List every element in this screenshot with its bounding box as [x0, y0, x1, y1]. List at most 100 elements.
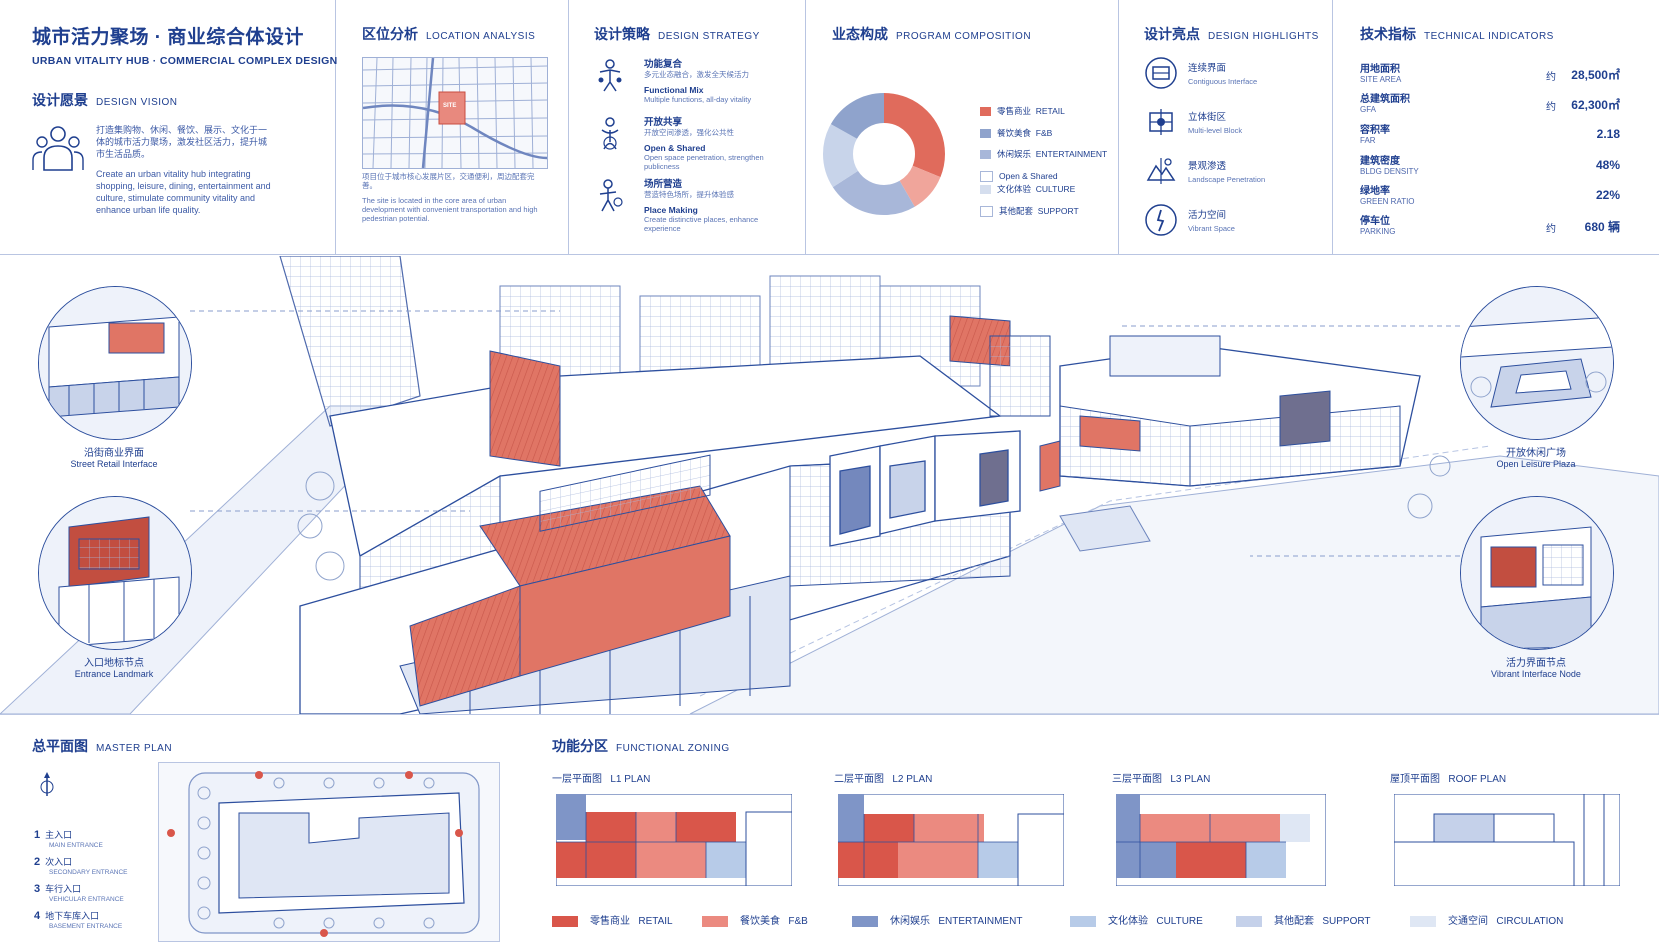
zoning-legend-item: 零售商业 RETAIL: [552, 912, 673, 927]
plan-roof: [1393, 793, 1621, 891]
plan-l1: [555, 793, 793, 891]
highlight-item: 景观渗透 Landscape Penetration: [1144, 154, 1324, 203]
detail-en: Entrance Landmark: [74, 669, 154, 679]
site-label: SITE: [443, 103, 457, 109]
zoning-title-en: FUNCTIONAL ZONING: [616, 743, 730, 754]
divider: [335, 0, 336, 254]
donut-culture: [823, 93, 945, 215]
detail-en: Street Retail Interface: [70, 459, 158, 469]
donut-entertainment: [823, 93, 945, 215]
strategy-cn-sub: 开放空间渗透，强化公共性: [644, 128, 734, 137]
highlight-cn: 景观渗透: [1188, 161, 1227, 172]
legend-swatch: [1236, 915, 1262, 927]
program-heading: 业态构成 PROGRAM COMPOSITION: [832, 24, 1031, 44]
highlight-en: Landscape Penetration: [1188, 175, 1266, 184]
location-map: SITE: [362, 57, 548, 169]
legend-swatch: [980, 128, 991, 138]
vision-title-en: DESIGN VISION: [96, 97, 178, 108]
strategy-en-sub: Create distinctive places, enhance exper…: [644, 215, 759, 233]
strategy-cn-sub: 营造特色场所，提升体验感: [644, 190, 734, 199]
detail-cn: 入口地标节点: [84, 658, 144, 669]
zoning-legend-item: 餐饮美食 F&B: [702, 912, 808, 927]
legend-swatch: [980, 170, 993, 182]
vibrant-icon: [1145, 204, 1177, 236]
highlight-cn: 活力空间: [1188, 210, 1227, 221]
highlight-en: Multi-level Block: [1188, 126, 1243, 135]
detail-cn: 沿街商业界面: [84, 448, 144, 459]
strategy-cn: 场所营造: [644, 179, 683, 190]
strategy-item: 功能复合 多元业态融合，激发全天候活力 Functional Mix Multi…: [594, 56, 794, 114]
page-title: 城市活力聚场 · 商业综合体设计: [32, 27, 304, 48]
detail-circle-street: [38, 286, 192, 440]
highlights-title: 设计亮点: [1144, 26, 1200, 42]
masterplan-title: 总平面图: [32, 738, 88, 754]
people-icon: [32, 124, 84, 177]
program-donut: [822, 92, 946, 221]
strategy-en: Place Making: [644, 205, 698, 215]
vision-heading: 设计愿景 DESIGN VISION: [32, 90, 178, 110]
divider: [805, 0, 806, 254]
place-making-icon: [599, 179, 623, 212]
strategy-cn: 功能复合: [644, 59, 683, 70]
highlight-item: 连续界面 Contiguous Interface: [1144, 56, 1324, 105]
detail-en: Vibrant Interface Node: [1491, 669, 1581, 679]
highlights-heading: 设计亮点 DESIGN HIGHLIGHTS: [1144, 24, 1319, 44]
aerial-perspective: [0, 256, 1659, 714]
highlight-en: Contiguous Interface: [1188, 77, 1258, 86]
legend-swatch: [552, 915, 578, 927]
detail-en: Open Leisure Plaza: [1496, 459, 1576, 469]
legend-swatch: [980, 185, 991, 195]
highlights-title-en: DESIGN HIGHLIGHTS: [1208, 31, 1319, 42]
legend-swatch: [980, 150, 991, 160]
divider: [568, 0, 569, 254]
multi-level-icon: [1149, 109, 1173, 135]
plan-label-l1: 一层平面图 L1 PLAN: [552, 774, 651, 785]
strategy-en-sub: Open space penetration, strengthen publi…: [644, 153, 764, 171]
zoning-legend-item: 文化体验 CULTURE: [1070, 912, 1203, 927]
legend-swatch: [852, 915, 878, 927]
open-shared-icon: [601, 117, 619, 150]
title-block: 城市活力聚场 · 商业综合体设计 URBAN VITALITY HUB · CO…: [32, 22, 337, 67]
plan-l3: [1115, 793, 1327, 891]
program-legend-item: 零售商业 RETAIL: [980, 101, 1107, 123]
interface-icon: [1145, 57, 1177, 89]
legend-swatch: [702, 915, 728, 927]
program-legend-item: 休闲娱乐 ENTERTAINMENT: [980, 144, 1107, 166]
legend-swatch: [1070, 915, 1096, 927]
detail-circle-vibrant: [1460, 496, 1614, 650]
plan-label-l2: 二层平面图 L2 PLAN: [834, 774, 933, 785]
detail-caption: 活力界面节点 Vibrant Interface Node: [1462, 654, 1610, 679]
program-title-en: PROGRAM COMPOSITION: [896, 31, 1032, 42]
strategy-en-sub: Multiple functions, all-day vitality: [644, 95, 752, 104]
legend-swatch: [1410, 915, 1436, 927]
highlight-cn: 连续界面: [1188, 63, 1227, 74]
legend-swatch: [980, 107, 991, 117]
detail-caption: 开放休闲广场 Open Leisure Plaza: [1462, 444, 1610, 469]
people-mix-icon: [598, 59, 622, 92]
zoning-legend-item: 休闲娱乐 ENTERTAINMENT: [852, 912, 1022, 927]
page-subtitle: URBAN VITALITY HUB · COMMERCIAL COMPLEX …: [32, 55, 338, 67]
zoning-title: 功能分区: [552, 738, 608, 754]
donut-support: [823, 93, 945, 215]
legend-swatch: [980, 205, 993, 217]
zoning-legend-item: 其他配套 SUPPORT: [1236, 912, 1371, 927]
vision-title: 设计愿景: [32, 92, 88, 108]
divider: [1118, 0, 1119, 254]
highlight-en: Vibrant Space: [1188, 224, 1235, 233]
program-legend-item: 其他配套 SUPPORT: [980, 201, 1107, 223]
location-title: 区位分析: [362, 26, 418, 42]
program-legend: 零售商业 RETAIL 餐饮美食 F&B 休闲娱乐 ENTERTAINMENT …: [980, 101, 1107, 222]
program-title: 业态构成: [832, 26, 888, 42]
highlight-item: 活力空间 Vibrant Space: [1144, 203, 1324, 252]
strategy-title-en: DESIGN STRATEGY: [658, 31, 760, 42]
top-divider: [0, 254, 1659, 255]
strategy-cn-sub: 多元业态融合，激发全天候活力: [644, 70, 749, 79]
